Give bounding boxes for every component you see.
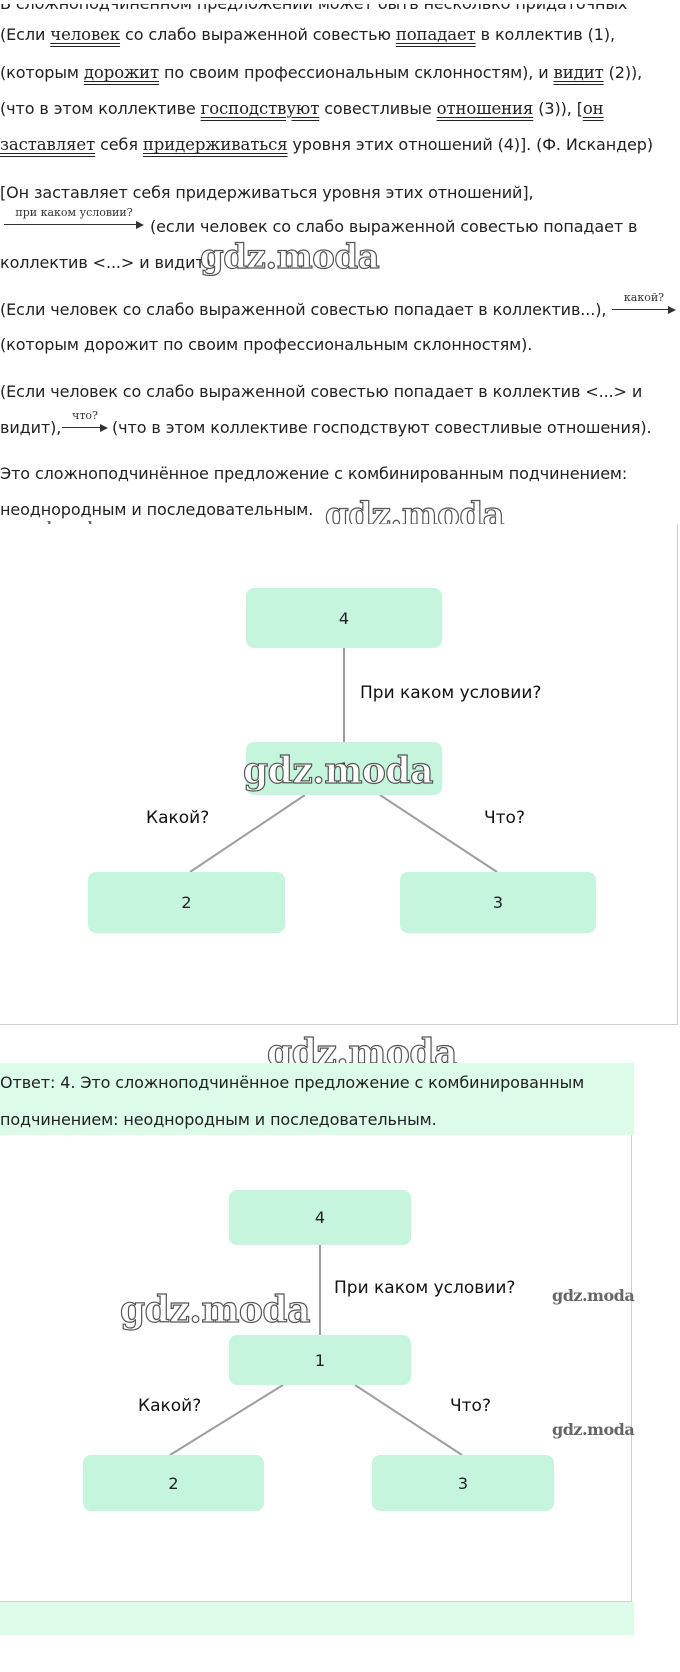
answer-line-1: Ответ: 4. Это сложноподчинённое предложе…: [0, 1073, 585, 1092]
text-line-4: заставляет себя придерживаться уровня эт…: [0, 135, 653, 154]
diagram-1-node-2: 2: [88, 872, 285, 933]
answer-line-2: подчинением: неоднородным и последовател…: [0, 1110, 437, 1129]
text-line-2: (которым дорожит по своим профессиональн…: [0, 63, 643, 82]
text-line-3: (что в этом коллективе господствуют сове…: [0, 99, 604, 118]
diagram-1-node-4: 4: [246, 588, 442, 648]
diagram-2-question-right: Что?: [450, 1396, 491, 1416]
scheme2-arrow: какой?: [612, 291, 676, 314]
scheme1-line-3: коллектив <...> и видит).: [0, 253, 216, 272]
watermark: gdz.moda: [552, 1286, 635, 1305]
diagram-2-node-3: 3: [372, 1455, 554, 1511]
scheme3-line-2a: видит),: [0, 418, 62, 437]
answer-background: [0, 1063, 634, 1135]
watermark: gdz.moda: [119, 1288, 311, 1331]
scheme3-line-2b: (что в этом коллективе господствуют сове…: [112, 418, 652, 437]
scheme1-line-2: (если человек со слабо выраженной совест…: [150, 217, 638, 236]
scheme2-line-2: (которым дорожит по своим профессиональн…: [0, 335, 533, 354]
diagram-1-question-right: Что?: [484, 808, 525, 828]
answer-bottom-strip: [0, 1602, 634, 1635]
text-line-0: В сложноподчинённом предложении может бы…: [0, 4, 627, 14]
scheme1-arrow: при каком условии?: [4, 206, 144, 229]
diagram-2-question-top: При каком условии?: [334, 1278, 516, 1298]
scheme2-line-1: (Если человек со слабо выраженной совест…: [0, 300, 607, 319]
diagram-2-node-4: 4: [229, 1190, 411, 1245]
diagram-1-node-1: 1: [246, 742, 442, 795]
diagram-1-question-top: При каком условии?: [360, 683, 542, 703]
scheme1-line-1: [Он заставляет себя придерживаться уровн…: [0, 183, 534, 202]
text-line-1: (Если человек со слабо выраженной совест…: [0, 25, 615, 44]
conclusion-line-1: Это сложноподчинённое предложение с комб…: [0, 464, 628, 483]
conclusion-line-2: неоднородным и последовательным.: [0, 500, 314, 519]
diagram-1-node-3: 3: [400, 872, 596, 933]
scheme3-arrow: что?: [62, 409, 108, 432]
diagram-2-node-1: 1: [229, 1335, 411, 1385]
scheme3-line-1: (Если человек со слабо выраженной совест…: [0, 382, 643, 401]
diagram-2-node-2: 2: [83, 1455, 264, 1511]
diagram-2-question-left: Какой?: [138, 1396, 202, 1416]
watermark: gdz.moda: [242, 749, 434, 792]
diagram-1-question-left: Какой?: [146, 808, 210, 828]
watermark: gdz.moda: [552, 1420, 635, 1439]
watermark: gdz.moda: [199, 236, 380, 277]
